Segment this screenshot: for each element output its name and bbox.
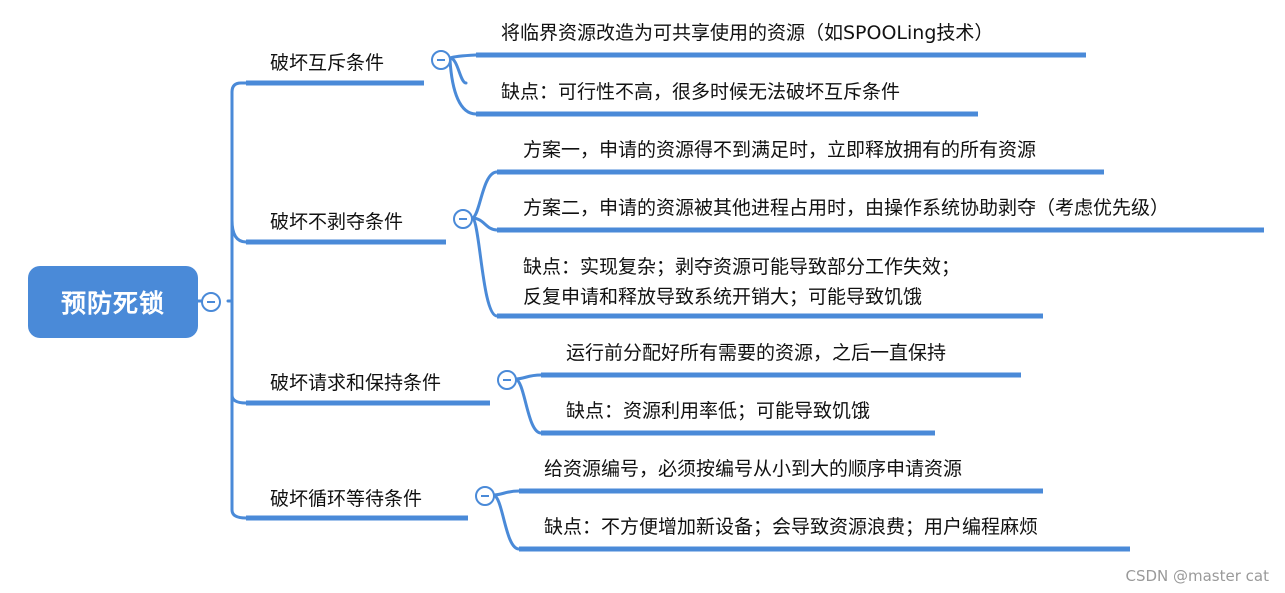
branch-node-no-preemption[interactable]: 破坏不剥夺条件 — [270, 207, 403, 234]
branch-label: 破坏互斥条件 — [270, 52, 385, 74]
leaf-label: 运行前分配好所有需要的资源，之后一直保持 — [566, 342, 947, 364]
branch-node-mutex[interactable]: 破坏互斥条件 — [270, 48, 384, 75]
leaf-label-line-1: 缺点：实现复杂；剥夺资源可能导致部分工作失效； — [523, 256, 961, 278]
branch-label: 破坏请求和保持条件 — [270, 372, 442, 394]
branch-node-circular-wait[interactable]: 破坏循环等待条件 — [270, 484, 422, 511]
branch-label: 破坏循环等待条件 — [270, 488, 423, 510]
collapse-minus-icon[interactable] — [431, 50, 451, 70]
leaf-node[interactable]: 缺点：实现复杂；剥夺资源可能导致部分工作失效； 反复申请和释放导致系统开销大；可… — [523, 252, 960, 312]
leaf-node[interactable]: 方案二，申请的资源被其他进程占用时，由操作系统协助剥夺（考虑优先级） — [523, 193, 1169, 223]
collapse-minus-icon[interactable] — [475, 486, 495, 506]
collapse-minus-icon[interactable] — [453, 209, 473, 229]
leaf-node[interactable]: 缺点：资源利用率低；可能导致饥饿 — [566, 396, 870, 426]
root-node[interactable]: 预防死锁 — [28, 266, 198, 338]
collapse-minus-icon[interactable] — [497, 370, 517, 390]
leaf-node[interactable]: 给资源编号，必须按编号从小到大的顺序申请资源 — [544, 454, 962, 484]
leaf-label: 缺点：不方便增加新设备；会导致资源浪费；用户编程麻烦 — [544, 516, 1039, 538]
leaf-label: 方案一，申请的资源得不到满足时，立即释放拥有的所有资源 — [523, 139, 1037, 161]
root-label: 预防死锁 — [60, 289, 165, 318]
leaf-label: 给资源编号，必须按编号从小到大的顺序申请资源 — [544, 458, 963, 480]
collapse-minus-icon[interactable] — [201, 292, 221, 312]
leaf-node[interactable]: 方案一，申请的资源得不到满足时，立即释放拥有的所有资源 — [523, 135, 1036, 165]
branch-node-hold-and-wait[interactable]: 破坏请求和保持条件 — [270, 368, 441, 395]
leaf-label: 缺点：资源利用率低；可能导致饥饿 — [566, 400, 871, 422]
leaf-label: 缺点：可行性不高，很多时候无法破坏互斥条件 — [501, 81, 901, 103]
leaf-node[interactable]: 运行前分配好所有需要的资源，之后一直保持 — [566, 338, 946, 368]
leaf-label: 方案二，申请的资源被其他进程占用时，由操作系统协助剥夺（考虑优先级） — [523, 197, 1170, 219]
leaf-label: 将临界资源改造为可共享使用的资源（如SPOOLing技术） — [501, 22, 994, 44]
leaf-node[interactable]: 将临界资源改造为可共享使用的资源（如SPOOLing技术） — [501, 18, 993, 48]
branch-label: 破坏不剥夺条件 — [270, 211, 404, 233]
leaf-label-line-2: 反复申请和释放导致系统开销大；可能导致饥饿 — [523, 286, 923, 308]
leaf-node[interactable]: 缺点：可行性不高，很多时候无法破坏互斥条件 — [501, 77, 900, 107]
watermark: CSDN @master cat — [1125, 567, 1269, 585]
leaf-node[interactable]: 缺点：不方便增加新设备；会导致资源浪费；用户编程麻烦 — [544, 512, 1038, 542]
